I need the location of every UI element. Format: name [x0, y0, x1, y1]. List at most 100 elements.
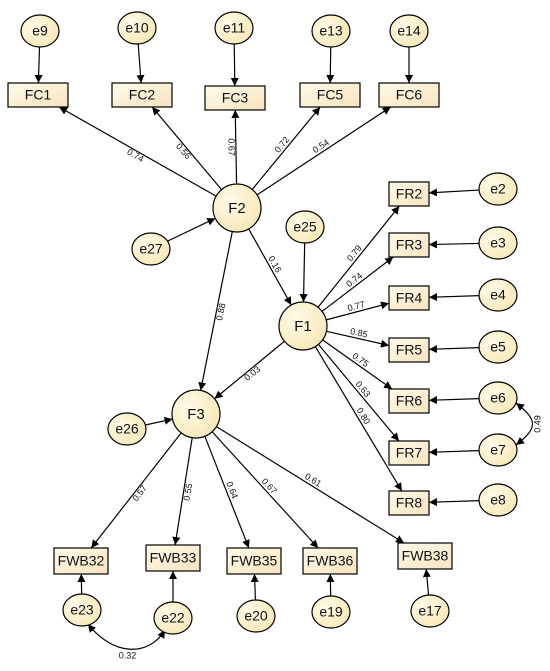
node-label-e20: e20: [244, 608, 268, 624]
covariance-label-e6-e7: 0.49: [532, 415, 542, 433]
node-label-e3: e3: [490, 235, 506, 251]
node-e8: e8: [478, 483, 518, 517]
node-e26: e26: [107, 412, 147, 446]
node-shape-fwb35: [226, 547, 282, 575]
node-shape-e19: [311, 595, 351, 629]
node-label-fc3: FC3: [222, 90, 249, 106]
node-fr3: FR3: [388, 232, 430, 258]
node-label-fwb35: FWB35: [231, 553, 278, 569]
path-arrow-e27-to-f2: [167, 217, 216, 242]
node-label-fwb38: FWB38: [402, 548, 449, 564]
node-fwb36: FWB36: [302, 547, 358, 575]
node-shape-fr6: [388, 388, 430, 414]
path-arrow-e4-to-fr4: [428, 293, 480, 302]
node-label-fr5: FR5: [396, 342, 423, 358]
node-shape-e20: [236, 599, 276, 633]
node-label-fr8: FR8: [396, 495, 423, 511]
node-shape-e26: [107, 412, 147, 446]
path-coefficient-f2-f3: 0.88: [214, 302, 227, 321]
node-shape-fc6: [378, 82, 440, 108]
path-arrow-e7-to-fr7: [428, 448, 480, 457]
path-arrow-e13-to-fc5: [326, 46, 335, 84]
node-shape-e27: [131, 232, 171, 266]
node-shape-e7: [478, 433, 518, 467]
node-shape-f3: [171, 389, 221, 439]
node-fwb32: FWB32: [53, 547, 109, 575]
path-coefficient-f2-fc2: 0.56: [174, 141, 193, 161]
node-label-fwb32: FWB32: [58, 553, 105, 569]
node-label-e2: e2: [490, 181, 506, 197]
node-label-e14: e14: [397, 23, 421, 39]
node-e20: e20: [236, 599, 276, 633]
node-shape-e17: [410, 594, 450, 628]
path-arrow-e2-to-fr2: [428, 188, 480, 197]
path-arrow-f3-to-fwb32: [90, 432, 182, 549]
path-coefficient-f3-fwb32: 0.57: [130, 483, 149, 503]
node-fr4: FR4: [388, 285, 430, 311]
node-fr7: FR7: [388, 440, 430, 466]
node-e10: e10: [117, 11, 157, 45]
node-fr5: FR5: [388, 337, 430, 363]
node-shape-fr8: [388, 490, 430, 516]
node-e4: e4: [478, 278, 518, 312]
node-e14: e14: [389, 14, 429, 48]
path-coefficient-f1-fr4: 0.77: [346, 299, 366, 313]
node-e11: e11: [214, 11, 254, 45]
path-arrow-e3-to-fr3: [428, 240, 480, 249]
node-e9: e9: [20, 14, 60, 48]
path-arrow-f2-to-fc2: [151, 106, 223, 191]
node-shape-fwb38: [397, 542, 453, 570]
node-label-fwb33: FWB33: [150, 550, 197, 566]
path-arrow-e6-to-fr6: [428, 396, 480, 405]
covariance-layer: [87, 402, 534, 650]
node-shape-fc2: [111, 82, 173, 108]
node-shape-fc1: [7, 82, 69, 108]
path-coefficient-f3-fwb36: 0.67: [260, 476, 279, 496]
node-e13: e13: [311, 14, 351, 48]
node-label-fc6: FC6: [396, 87, 423, 103]
node-label-e26: e26: [115, 421, 139, 437]
path-arrow-e8-to-fr8: [428, 498, 480, 507]
node-fc1: FC1: [7, 82, 69, 108]
node-e6: e6: [478, 381, 518, 415]
edges-layer: [34, 43, 480, 602]
node-shape-fc5: [299, 82, 361, 108]
path-arrow-f2-to-fc3: [231, 109, 240, 185]
node-shape-e13: [311, 14, 351, 48]
node-label-fc5: FC5: [317, 87, 344, 103]
node-shape-e22: [153, 601, 193, 635]
path-arrow-f2-to-f3: [198, 231, 233, 391]
node-shape-e4: [478, 278, 518, 312]
node-label-fr3: FR3: [396, 237, 423, 253]
node-label-f1: F1: [294, 318, 312, 335]
path-arrow-e26-to-f3: [145, 416, 173, 426]
node-label-e22: e22: [161, 610, 185, 626]
node-label-e19: e19: [319, 604, 343, 620]
node-fwb38: FWB38: [397, 542, 453, 570]
node-label-e7: e7: [490, 442, 506, 458]
path-coefficient-f3-fwb33: 0.55: [182, 483, 195, 502]
covariance-e6-e7: [515, 402, 534, 446]
path-arrow-f2-to-f1: [248, 228, 292, 306]
path-coefficient-f1-fr5: 0.85: [349, 326, 368, 340]
node-shape-e14: [389, 14, 429, 48]
node-label-e10: e10: [125, 20, 149, 36]
node-f2: F2: [212, 183, 262, 233]
path-arrow-f2-to-fc5: [251, 106, 321, 190]
node-label-fwb36: FWB36: [307, 553, 354, 569]
node-e25: e25: [285, 210, 325, 244]
node-label-e9: e9: [32, 23, 48, 39]
node-shape-e2: [478, 172, 518, 206]
path-arrow-e11-to-fc3: [230, 43, 239, 87]
node-shape-f2: [212, 183, 262, 233]
node-label-fc2: FC2: [129, 87, 156, 103]
node-e27: e27: [131, 232, 171, 266]
node-e17: e17: [410, 594, 450, 628]
node-fc3: FC3: [204, 85, 266, 111]
node-shape-fr2: [388, 181, 430, 207]
covariance-label-e23-e22: 0.32: [119, 650, 137, 660]
node-fc2: FC2: [111, 82, 173, 108]
node-label-e8: e8: [490, 492, 506, 508]
path-arrow-f3-to-fwb36: [211, 431, 319, 549]
